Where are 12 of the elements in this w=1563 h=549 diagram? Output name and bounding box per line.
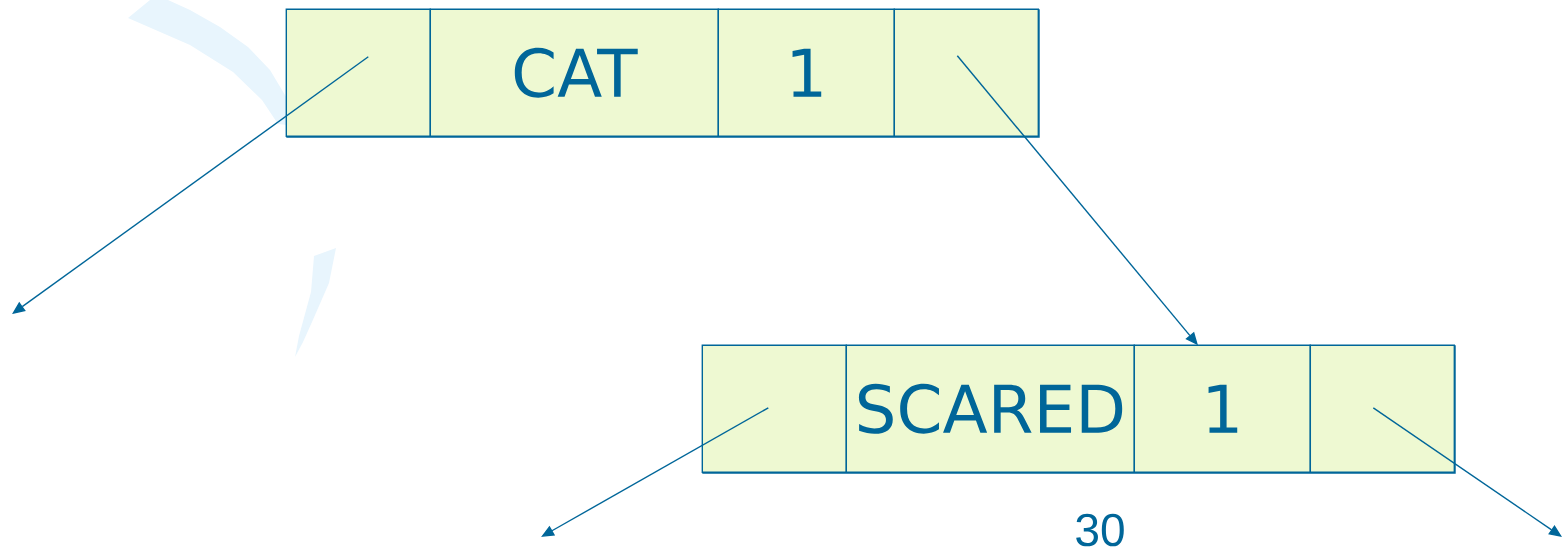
pointer-cell	[701, 344, 847, 473]
arrow	[12, 56, 369, 314]
pointer-cell	[893, 8, 1039, 137]
count-cell: 1	[717, 8, 895, 137]
word-cell: CAT	[429, 8, 719, 137]
arrow	[1372, 407, 1562, 537]
number-label: 30	[1076, 513, 1124, 547]
pointer-cell	[1309, 344, 1455, 473]
arrow	[541, 407, 769, 537]
count-cell: 1	[1133, 344, 1311, 473]
pointer-cell	[285, 8, 431, 137]
word-cell: SCARED	[845, 344, 1135, 473]
